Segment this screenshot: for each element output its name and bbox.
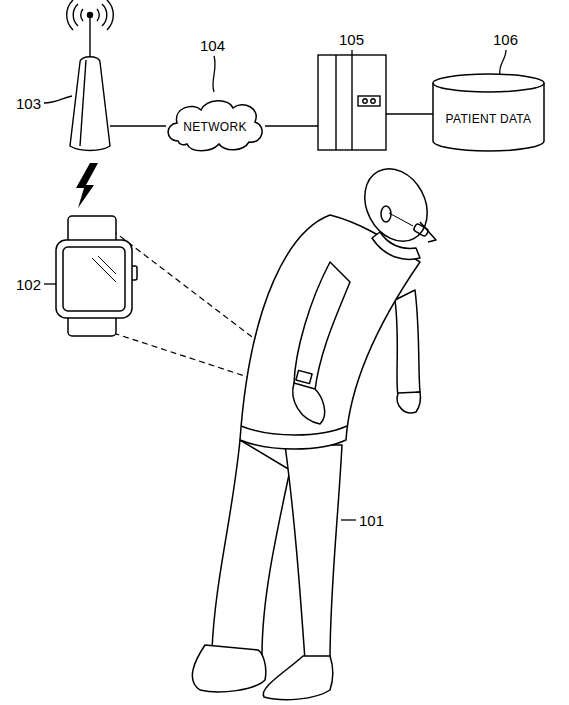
head	[353, 158, 440, 252]
ear	[381, 206, 391, 222]
leader-line	[341, 519, 356, 520]
server-cabinet	[318, 55, 386, 150]
wire	[386, 113, 433, 114]
radio-tower	[67, 0, 114, 151]
server-light	[363, 99, 367, 103]
watch-screen	[63, 247, 125, 311]
cylinder-top	[433, 74, 544, 92]
leader-line	[500, 50, 506, 75]
leader-line	[351, 50, 352, 55]
radio-wave	[107, 0, 113, 30]
screen-glare	[98, 256, 116, 274]
smartwatch	[56, 216, 137, 336]
wire	[265, 125, 318, 126]
sweater	[240, 215, 420, 449]
server-panel	[358, 96, 380, 106]
cloud-shape	[168, 101, 262, 151]
callout-number: 103	[16, 96, 41, 111]
server-frame	[318, 55, 386, 150]
server-divider	[335, 55, 336, 150]
wireless-link-bolt	[76, 163, 98, 208]
leader-line	[44, 283, 56, 284]
screen-glare	[92, 258, 116, 282]
shoe	[263, 656, 333, 700]
hand	[397, 392, 420, 413]
antenna-tip	[88, 13, 93, 18]
tower-body	[70, 57, 110, 151]
patient-figure	[192, 158, 439, 700]
tower-shade	[80, 60, 86, 146]
node-label: PATIENT DATA	[446, 112, 532, 126]
radio-wave	[73, 4, 78, 26]
cylinder-body	[433, 83, 544, 151]
radio-wave	[102, 4, 107, 26]
back-leg	[212, 440, 290, 655]
radio-wave	[67, 0, 73, 30]
sweater-hem	[241, 426, 347, 435]
radio-wave	[81, 9, 83, 21]
callout-number: 102	[16, 277, 41, 292]
callout-number: 105	[339, 32, 364, 47]
radio-wave	[97, 9, 99, 21]
server-divider	[351, 55, 352, 150]
glasses-arm	[389, 213, 413, 226]
database-cylinder: PATIENT DATA	[432, 73, 545, 151]
server-light	[371, 99, 375, 103]
node-label: NETWORK	[183, 120, 246, 134]
near-arm	[294, 262, 350, 390]
antenna-mast	[89, 16, 90, 60]
watch-case	[56, 240, 132, 318]
leader-line	[213, 56, 215, 92]
network-cloud: NETWORK	[163, 96, 267, 154]
callout-number: 101	[359, 513, 384, 528]
wire	[110, 125, 166, 126]
leader-line	[44, 96, 72, 103]
front-leg	[285, 445, 342, 660]
worn-watch	[296, 370, 312, 383]
callout-number: 106	[493, 32, 518, 47]
hand	[293, 383, 325, 424]
callout-number: 104	[200, 38, 225, 53]
far-arm	[395, 290, 420, 395]
shoe	[192, 645, 265, 692]
glasses	[413, 223, 429, 237]
